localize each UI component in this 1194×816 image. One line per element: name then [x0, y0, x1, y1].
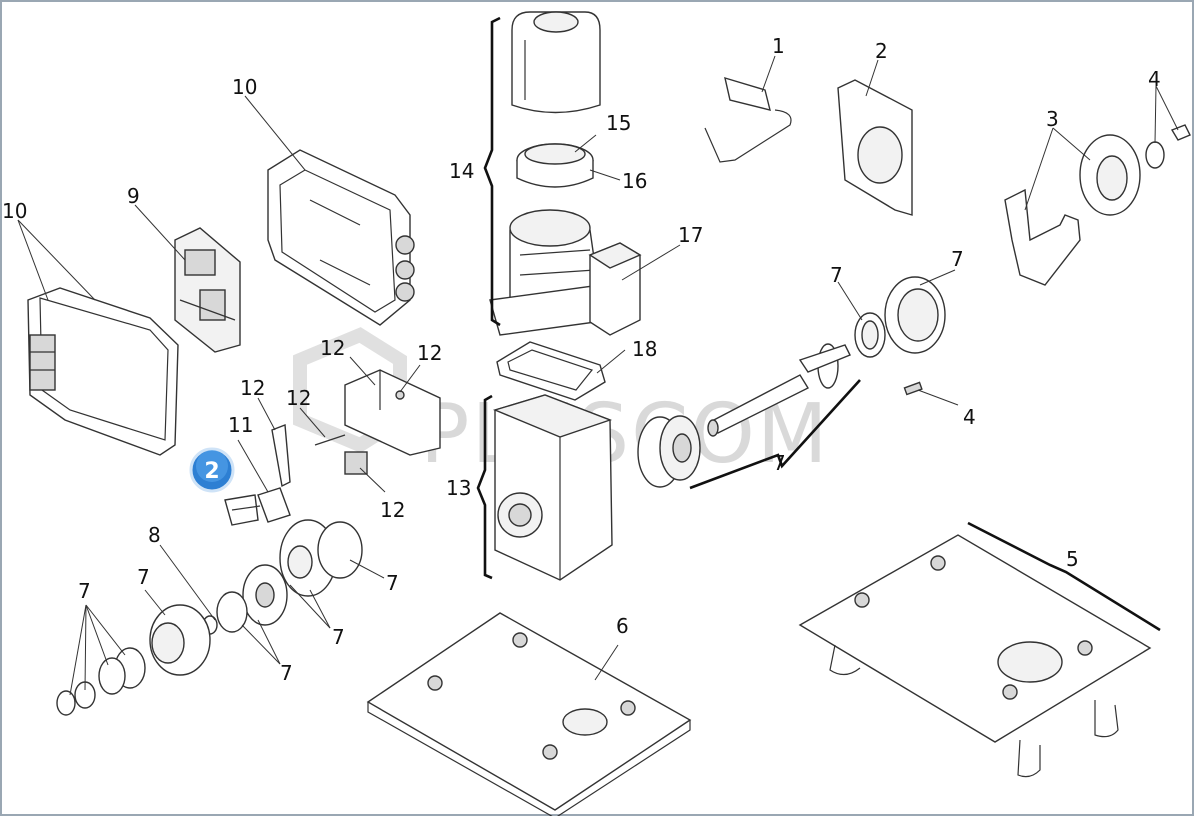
callout-7-carrier[interactable]: 7 [137, 565, 150, 589]
callout-1[interactable]: 1 [772, 34, 785, 58]
part-7-bearing-stack[interactable] [56, 647, 146, 716]
callout-2[interactable]: 2 [875, 39, 888, 63]
part-2-mounting-plate[interactable] [837, 79, 913, 216]
part-1-sensor[interactable] [704, 76, 792, 163]
callout-labels: 1 2 3 4 4 5 6 7 7 7 7 7 7 7 7 8 9 10 10 … [2, 34, 1161, 685]
part-14-motor[interactable] [489, 209, 611, 336]
callout-7-seal[interactable]: 7 [830, 263, 843, 287]
callout-11[interactable]: 11 [228, 413, 253, 437]
part-15-16-cap[interactable] [516, 143, 594, 188]
callout-5[interactable]: 5 [1066, 547, 1079, 571]
part-5-foundation-plate[interactable] [798, 534, 1152, 778]
selected-item-badge[interactable]: 2 [189, 447, 235, 493]
callout-7-housing[interactable]: 7 [951, 247, 964, 271]
callout-12-screw[interactable]: 12 [417, 341, 442, 365]
callout-14[interactable]: 14 [449, 159, 474, 183]
callout-12-lever[interactable]: 12 [240, 376, 265, 400]
part-17-capacitor-box[interactable] [588, 242, 642, 336]
callout-18[interactable]: 18 [632, 337, 657, 361]
callout-12-pin[interactable]: 12 [286, 386, 311, 410]
part-7-seal-ring[interactable] [854, 312, 886, 358]
part-12-plate[interactable] [344, 451, 368, 475]
callout-7-pulley[interactable]: 7 [332, 625, 345, 649]
part-12-lever[interactable] [271, 424, 291, 488]
callout-7-shaft[interactable]: 7 [773, 451, 786, 475]
part-3-pinion-gear[interactable] [1079, 134, 1141, 216]
part-3-bracket[interactable] [1004, 188, 1081, 286]
watermark: PLUSCOM [293, 327, 828, 482]
part-11-limit-switch[interactable] [224, 487, 291, 526]
callout-17[interactable]: 17 [678, 223, 703, 247]
part-9-control-board[interactable] [174, 227, 241, 353]
callout-13[interactable]: 13 [446, 476, 471, 500]
part-12-pin[interactable] [314, 434, 346, 446]
callout-4-key[interactable]: 4 [963, 405, 976, 429]
leader-lines [17, 55, 1179, 696]
bracket-13 [476, 394, 493, 580]
callout-8[interactable]: 8 [148, 523, 161, 547]
part-7-bearing-carrier[interactable] [149, 604, 211, 676]
callout-12-cover[interactable]: 12 [320, 336, 345, 360]
part-4-washer[interactable] [1145, 141, 1165, 169]
part-10-cover[interactable] [27, 287, 179, 456]
part-7-bearing-housing[interactable] [884, 276, 946, 354]
part-10-control-box[interactable] [267, 149, 415, 326]
part-7-pulley[interactable] [242, 564, 288, 626]
callout-7-gasket[interactable]: 7 [386, 571, 399, 595]
part-4-key[interactable] [903, 381, 923, 396]
badge-label: 2 [204, 459, 219, 484]
callout-10-box[interactable]: 10 [232, 75, 257, 99]
part-6-base-plate[interactable] [366, 612, 692, 816]
part-12-bracket-cover[interactable] [344, 369, 441, 456]
part-14-motor-cover[interactable] [511, 11, 601, 114]
callout-3[interactable]: 3 [1046, 107, 1059, 131]
bracket-14 [483, 16, 501, 327]
part-7-hub[interactable] [637, 415, 701, 488]
callout-10-cover[interactable]: 10 [2, 199, 27, 223]
bracket-7-shaft [689, 379, 861, 490]
part-7-shaft[interactable] [707, 343, 851, 437]
part-13-gearbox[interactable] [492, 394, 613, 581]
callout-7-ring[interactable]: 7 [280, 661, 293, 685]
callout-9[interactable]: 9 [127, 184, 140, 208]
part-18-gasket[interactable] [496, 341, 606, 401]
callout-7-bearings[interactable]: 7 [78, 579, 91, 603]
callout-6[interactable]: 6 [616, 614, 629, 638]
callout-15[interactable]: 15 [606, 111, 631, 135]
callout-12-plate[interactable]: 12 [380, 498, 405, 522]
part-7-gasket-ring[interactable] [317, 521, 363, 579]
bracket-5 [967, 521, 1161, 632]
part-4-screw[interactable] [1170, 124, 1191, 141]
callout-4-fastener[interactable]: 4 [1148, 67, 1161, 91]
callout-16[interactable]: 16 [622, 169, 647, 193]
